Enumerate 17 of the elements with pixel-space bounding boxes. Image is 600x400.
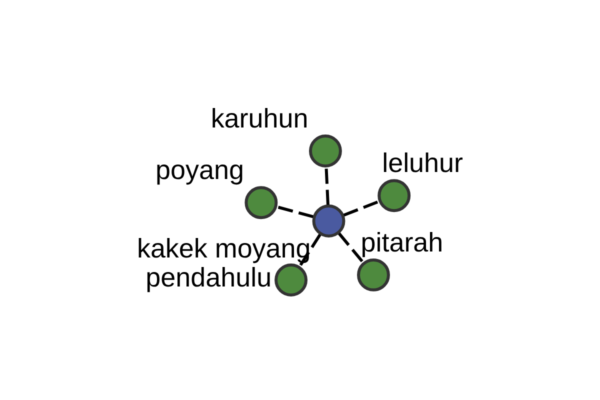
- node-label: poyang: [156, 154, 244, 185]
- node-circle: [308, 134, 342, 167]
- node-label: leluhur: [382, 148, 464, 178]
- node-circle: [244, 186, 278, 219]
- node-circle: [357, 258, 390, 291]
- node-label: pendahulu: [146, 262, 272, 292]
- connector: [275, 204, 314, 218]
- connector: [338, 232, 365, 264]
- node-circle: [378, 178, 411, 212]
- connector: [298, 233, 322, 268]
- node-circle: [274, 263, 308, 296]
- node-label: pitarah: [360, 227, 444, 258]
- connector: [343, 199, 380, 216]
- node-label: karuhun: [210, 103, 308, 134]
- node-circle: [312, 204, 346, 237]
- connector: [324, 166, 330, 204]
- node-label: kakek moyang: [136, 233, 311, 264]
